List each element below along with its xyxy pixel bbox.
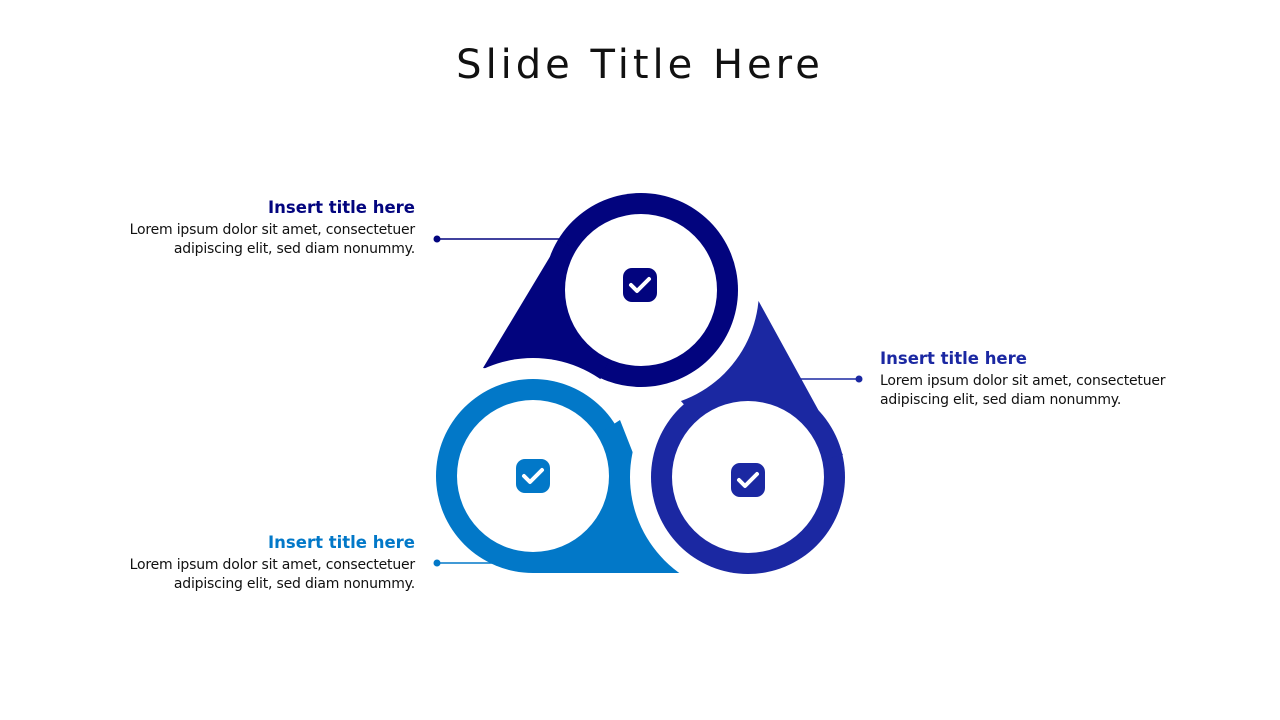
drop-shape-top [483,193,738,387]
callout-bottom-left: Insert title here Lorem ipsum dolor sit … [85,532,416,594]
callout-body: Lorem ipsum dolor sit amet, consectetuer… [129,557,416,592]
callout-body: Lorem ipsum dolor sit amet, consectetuer… [880,373,1166,408]
callout-top-left: Insert title here Lorem ipsum dolor sit … [85,197,416,259]
drop-shape-bottom-left [436,379,680,573]
check-square-icon [731,463,765,497]
check-square-icon [516,459,550,493]
connector-bottom-left [433,559,500,567]
connector-right [800,375,863,383]
connector-top-left [433,235,560,243]
callout-title: Insert title here [268,533,415,552]
callout-title: Insert title here [268,198,415,217]
callout-body: Lorem ipsum dolor sit amet, consectetuer… [129,222,416,257]
check-square-icon [623,268,657,302]
callout-right: Insert title here Lorem ipsum dolor sit … [880,348,1210,410]
callout-title: Insert title here [880,349,1027,368]
slide-title: Slide Title Here [456,42,824,88]
